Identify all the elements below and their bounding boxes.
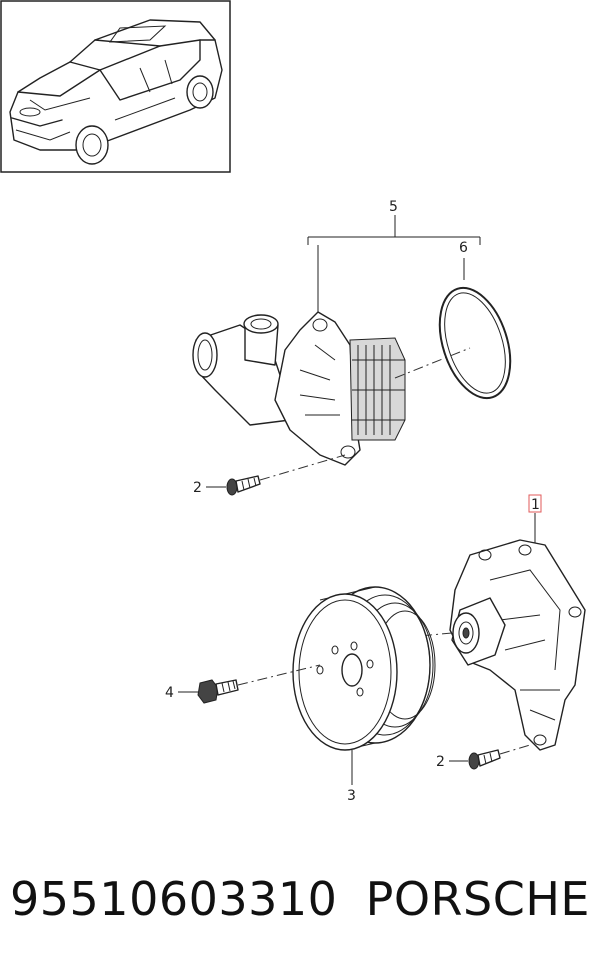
callout-5-bracket: 5 (307, 199, 481, 318)
rear-wheel (186, 75, 214, 109)
part-footer: 95510603310 PORSCHE (10, 872, 590, 926)
callout-2-upper: 2 (193, 480, 202, 496)
pulley: 3 (292, 586, 436, 804)
o-ring-seal (438, 286, 512, 400)
pulley-bolt: 4 (165, 664, 321, 704)
callout-1: 1 (531, 497, 540, 513)
parts-diagram: 5 6 (0, 0, 586, 804)
suv-illustration (9, 19, 223, 165)
callout-2-lower: 2 (436, 754, 445, 770)
bolt-upper: 2 (193, 454, 346, 496)
pump-hub (451, 597, 506, 666)
callout-4: 4 (165, 685, 174, 701)
callout-6: 6 (459, 240, 468, 256)
brand-name: PORSCHE (365, 872, 590, 926)
callout-1-highlight (528, 494, 542, 513)
callout-6-group: 6 (459, 240, 468, 280)
front-wheel (75, 125, 109, 165)
callout-3: 3 (347, 788, 356, 804)
callout-5: 5 (389, 199, 398, 215)
part-number: 95510603310 (10, 872, 338, 926)
water-pump (374, 539, 586, 751)
thermostat-element (349, 337, 406, 441)
thermostat-housing (192, 311, 471, 466)
callout-1-group: 1 (528, 494, 542, 545)
bolt-lower: 2 (436, 744, 531, 770)
vehicle-thumbnail (0, 0, 231, 173)
